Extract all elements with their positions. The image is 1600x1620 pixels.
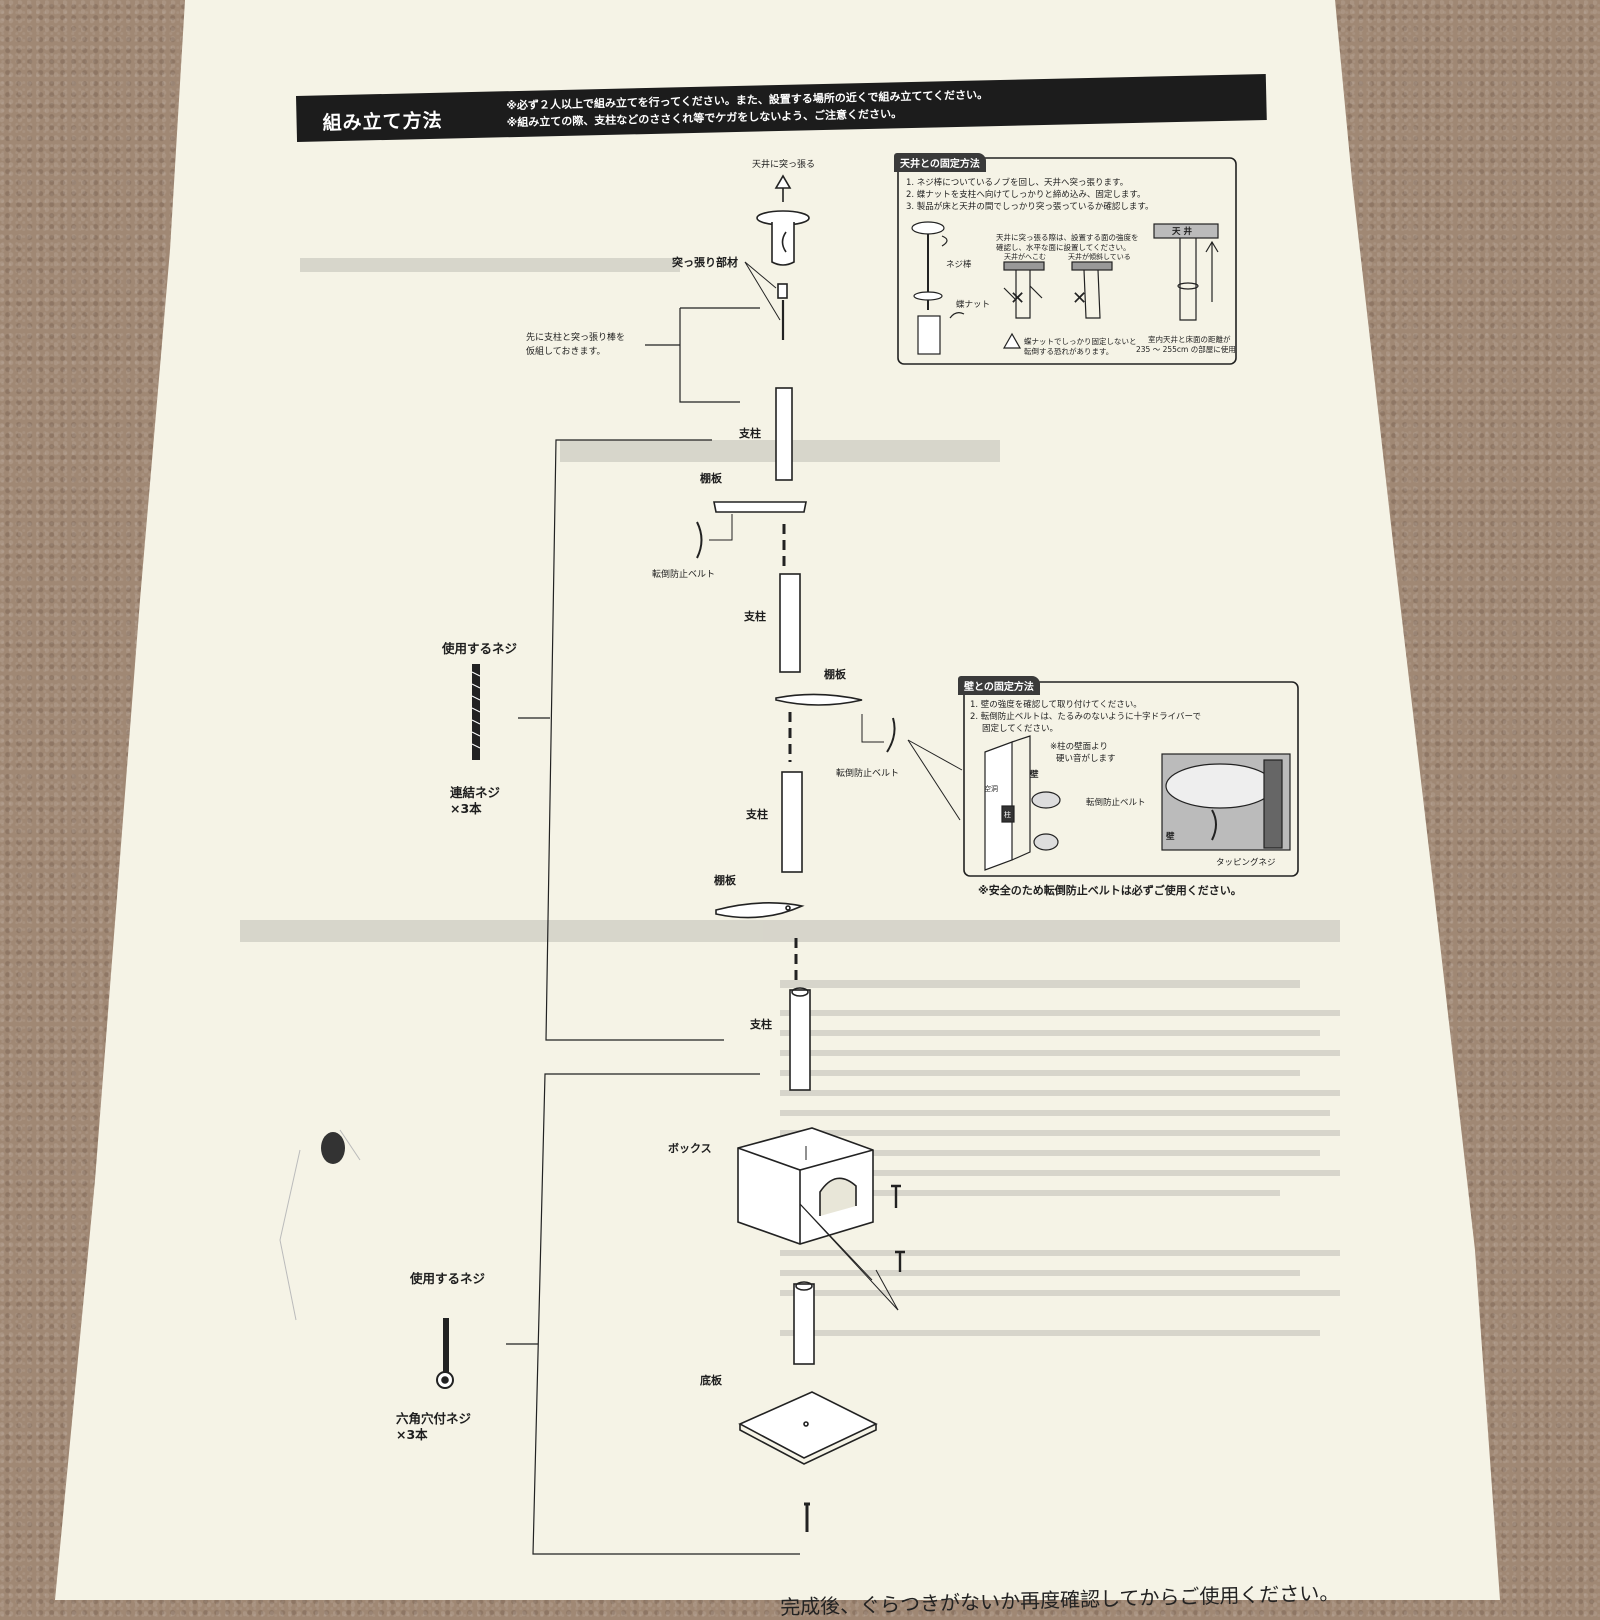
ceiling-bad-2: 天井が傾斜している <box>1068 253 1131 261</box>
ceiling-warn-1: 蝶ナットでしっかり固定しないと <box>1024 337 1137 346</box>
ceiling-note-b: 確認し、水平な面に設置してください。 <box>996 243 1131 252</box>
lower-screw-qty: ×3本 <box>396 1427 428 1442</box>
wall-step-2: 2. 転倒防止ベルトは、たるみのないように十字ドライバーで <box>970 712 1201 722</box>
upper-screw-qty: ×3本 <box>450 801 482 816</box>
ceiling-box-title: 天井との固定方法 <box>894 153 986 172</box>
ceiling-step-1: 1. ネジ棒についているノブを回し、天井へ突っ張ります。 <box>906 178 1129 188</box>
wall-pillar-note-2: 硬い音がします <box>1056 754 1116 764</box>
lower-screw-heading: 使用するネジ <box>410 1271 486 1286</box>
label-shelf-2: 棚板 <box>824 668 846 681</box>
upper-screw-heading: 使用するネジ <box>442 641 518 656</box>
lower-screw-name: 六角穴付ネジ <box>396 1411 472 1426</box>
label-post-3: 支柱 <box>746 808 768 821</box>
ceiling-note-a: 天井に突っ張る際は、設置する面の強度を <box>996 233 1139 242</box>
label-base: 底板 <box>700 1374 722 1387</box>
ceiling-label: 天 井 <box>1172 227 1192 237</box>
ceiling-step-3: 3. 製品が床と天井の間でしっかり突っ張っているか確認します。 <box>906 202 1154 212</box>
ceiling-step-2: 2. 蝶ナットを支柱へ向けてしっかりと締め込み、固定します。 <box>906 190 1146 200</box>
wall-void-label: 空洞 <box>984 785 998 793</box>
svg-text:✕: ✕ <box>1010 288 1025 309</box>
label-tension-part: 突っ張り部材 <box>672 256 738 269</box>
wall-box-title: 壁との固定方法 <box>958 676 1040 695</box>
wall-tapping-screw: タッピングネジ <box>1216 858 1276 868</box>
label-pre-assemble-2: 仮組しておきます。 <box>526 347 606 357</box>
label-box: ボックス <box>668 1142 712 1155</box>
label-post-2: 支柱 <box>744 610 766 623</box>
label-post-1: 支柱 <box>739 427 761 440</box>
ceiling-bad-1: 天井がへこむ <box>1004 253 1046 261</box>
wall-pillar-label: 柱 <box>1004 811 1011 819</box>
wall-belt-label: 転倒防止ベルト <box>1086 798 1146 808</box>
wall-label-2: 壁 <box>1166 832 1175 842</box>
ceiling-range-2: 235 ～ 255cm の部屋に使用 <box>1136 345 1236 354</box>
ceiling-warn-2: 転倒する恐れがあります。 <box>1024 347 1114 356</box>
page-title: 組み立て方法 <box>322 109 443 135</box>
ceiling-range-1: 室内天井と床面の距離が <box>1148 335 1231 344</box>
upper-screw-name: 連結ネジ <box>450 785 501 800</box>
label-shelf-1: 棚板 <box>700 472 722 485</box>
wall-step-2b: 固定してください。 <box>982 724 1058 734</box>
ceiling-screw-rod: ネジ棒 <box>946 260 972 270</box>
wall-safety-note: ※安全のため転倒防止ベルトは必ずご使用ください。 <box>978 884 1242 897</box>
label-to-ceiling: 天井に突っ張る <box>752 160 816 170</box>
label-shelf-3: 棚板 <box>714 874 736 887</box>
label-pre-assemble-1: 先に支柱と突っ張り棒を <box>526 333 626 343</box>
label-post-4: 支柱 <box>750 1018 772 1031</box>
svg-text:✕: ✕ <box>1072 288 1087 309</box>
wall-step-1: 1. 壁の強度を確認して取り付けてください。 <box>970 700 1142 710</box>
wall-pillar-note-1: ※柱の壁面より <box>1050 742 1108 752</box>
ceiling-wing-nut: 蝶ナット <box>956 300 991 310</box>
wall-label: 壁 <box>1030 770 1039 780</box>
label-belt-1: 転倒防止ベルト <box>652 570 716 580</box>
label-belt-2: 転倒防止ベルト <box>836 769 900 779</box>
